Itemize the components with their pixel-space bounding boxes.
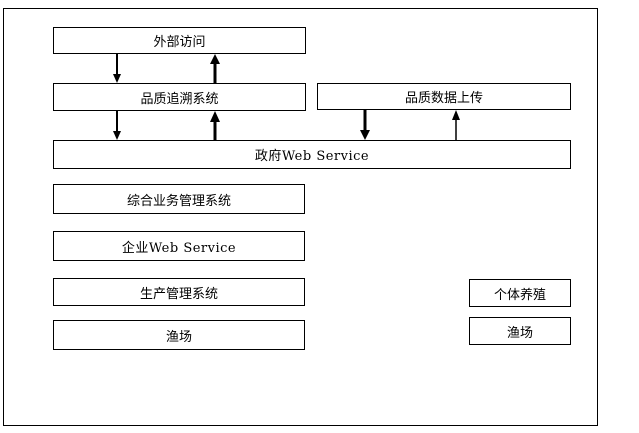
node-external-access-label: 外部访问 bbox=[153, 35, 206, 50]
node-fishery-right-label: 渔场 bbox=[506, 325, 533, 341]
node-gov-web-service-label: 政府Web Service bbox=[254, 149, 370, 164]
node-individual-farming-label: 个体养殖 bbox=[493, 287, 546, 303]
node-integrated-business-system: 综合业务管理系统 bbox=[53, 184, 305, 214]
arrow-trace-to-gov bbox=[113, 111, 121, 140]
node-gov-web-service: 政府Web Service bbox=[53, 140, 571, 169]
node-quality-data-upload-label: 品质数据上传 bbox=[404, 91, 483, 106]
arrow-gov-to-trace bbox=[210, 111, 220, 140]
node-fishery-left-label: 渔场 bbox=[165, 329, 192, 345]
node-enterprise-web-service: 企业Web Service bbox=[53, 231, 305, 261]
node-enterprise-web-service-label: 企业Web Service bbox=[121, 240, 237, 256]
node-production-management-system: 生产管理系统 bbox=[53, 278, 305, 306]
node-fishery-right: 渔场 bbox=[469, 317, 571, 345]
node-production-management-system-label: 生产管理系统 bbox=[139, 286, 218, 302]
node-individual-farming: 个体养殖 bbox=[469, 279, 571, 307]
node-fishery-left: 渔场 bbox=[53, 320, 305, 350]
arrow-gov-to-upload bbox=[452, 110, 460, 140]
diagram-frame bbox=[3, 8, 598, 426]
arrow-upload-to-gov bbox=[360, 110, 370, 140]
node-external-access: 外部访问 bbox=[53, 27, 306, 54]
arrow-trace-to-external bbox=[210, 54, 220, 83]
node-integrated-business-system-label: 综合业务管理系统 bbox=[126, 193, 231, 209]
node-quality-trace-system-label: 品质追溯系统 bbox=[140, 91, 219, 107]
arrow-external-to-trace bbox=[113, 54, 121, 83]
node-quality-trace-system: 品质追溯系统 bbox=[53, 83, 306, 111]
node-quality-data-upload: 品质数据上传 bbox=[317, 83, 571, 110]
